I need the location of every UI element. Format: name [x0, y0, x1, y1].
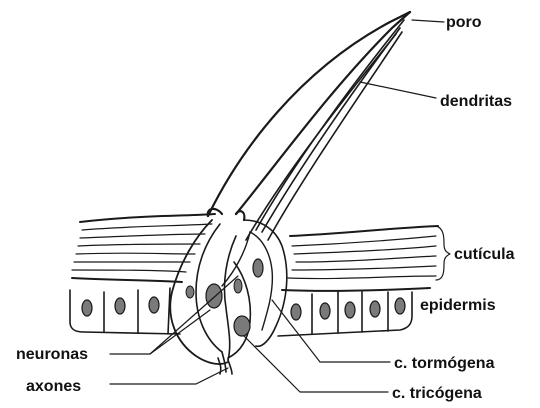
cuticula-bracket: [436, 226, 450, 280]
epidermis-nucleus: [82, 300, 92, 316]
epidermis-nucleus: [115, 298, 125, 314]
small-nucleus: [234, 279, 242, 293]
label-cuticula: cutícula: [454, 246, 515, 263]
label-dendritas: dendritas: [440, 93, 512, 110]
trichogen-nucleus: [234, 316, 250, 336]
epidermis-nucleus: [149, 297, 159, 313]
leader-axones: [110, 368, 228, 384]
label-epidermis: epidermis: [420, 297, 496, 314]
axons: [218, 352, 232, 374]
label-neuronas: neuronas: [16, 346, 88, 363]
epidermis-nucleus: [395, 298, 405, 314]
leader-neuronas-2: [150, 310, 210, 354]
trichogen-cell: [228, 262, 250, 358]
leader-tricogena: [244, 336, 388, 392]
label-poro: poro: [446, 14, 482, 31]
dendrites: [246, 20, 404, 240]
epidermis-nucleus: [345, 302, 355, 318]
label-axones: axones: [26, 378, 81, 395]
neuron-nucleus-2: [186, 286, 194, 298]
leader-poro: [412, 20, 444, 22]
leader-dendritas: [360, 82, 436, 98]
tormogen-nucleus: [253, 259, 263, 277]
label-tormogena: c. tormógena: [394, 355, 495, 372]
label-tricogena: c. tricógena: [392, 385, 482, 402]
neuron-nucleus: [206, 284, 222, 308]
epidermis-nucleus: [370, 301, 380, 317]
epidermis-nucleus: [291, 304, 301, 320]
epidermis-nucleus: [320, 303, 330, 319]
sensory-hair: [208, 12, 410, 220]
